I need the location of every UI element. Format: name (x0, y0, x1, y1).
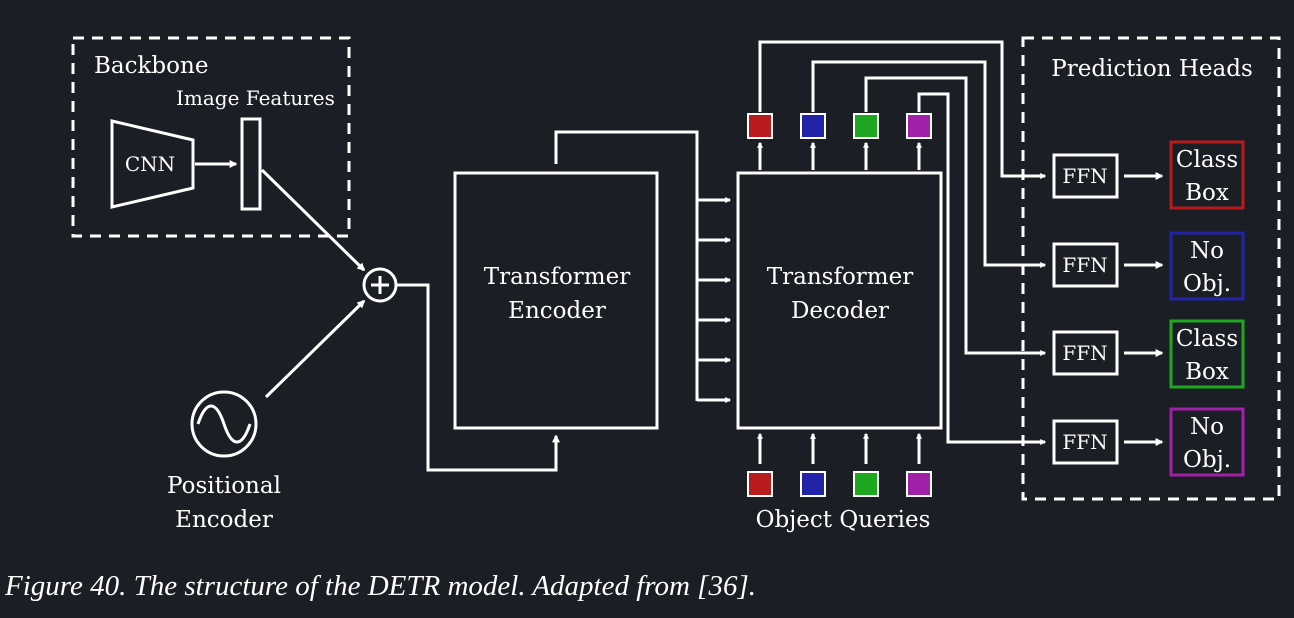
output-3-line-2: Box (1185, 359, 1229, 385)
ffn-row-1: FFN Class Box (1052, 140, 1245, 210)
ffn-block (1052, 242, 1119, 288)
output-embedding-3 (853, 113, 879, 139)
output-1-line-1: Class (1176, 147, 1238, 173)
output-box-4 (1169, 407, 1245, 477)
add-node-icon (362, 267, 398, 303)
output-embedding-1 (747, 113, 773, 139)
object-queries (747, 432, 932, 497)
backbone-title: Backbone (94, 53, 208, 79)
ffn-label: FFN (1062, 430, 1107, 454)
embedding-to-ffn-lines (758, 40, 1047, 445)
output-box-3 (1169, 319, 1245, 389)
positional-encoder-label-1: Positional (167, 473, 281, 499)
sine-wave-icon (196, 404, 252, 444)
object-query-2 (800, 471, 826, 497)
object-queries-label: Object Queries (756, 507, 931, 533)
encoder-label-2: Encoder (508, 298, 606, 324)
object-query-1 (747, 471, 773, 497)
encoder-to-decoder-arrows (697, 197, 732, 403)
ffn-block (1052, 153, 1119, 199)
positional-encoder-label-2: Encoder (175, 507, 273, 533)
ffn-row-3: FFN Class Box (1052, 319, 1245, 389)
ffn-label: FFN (1062, 164, 1107, 188)
ffn-row-4: FFN No Obj. (1052, 407, 1245, 477)
transformer-encoder-block (453, 171, 659, 430)
output-1-line-2: Box (1185, 180, 1229, 206)
output-embeddings (747, 113, 932, 170)
decoder-label-1: Transformer (767, 264, 913, 290)
output-box-2 (1169, 231, 1245, 301)
ffn-label: FFN (1062, 341, 1107, 365)
prediction-heads-region (1021, 36, 1281, 501)
ffn-row-2: FFN No Obj. (1052, 231, 1245, 301)
ffn-label: FFN (1062, 253, 1107, 277)
output-3-line-1: Class (1176, 326, 1238, 352)
encoder-output-line (554, 130, 699, 401)
object-query-4 (906, 471, 932, 497)
output-box-1 (1169, 140, 1245, 210)
positional-to-add-arrow (264, 299, 366, 399)
ffn-block (1052, 419, 1119, 465)
output-2-line-2: Obj. (1183, 271, 1231, 297)
image-features-label: Image Features (176, 86, 335, 110)
cnn-label: CNN (125, 152, 175, 176)
output-embedding-4 (906, 113, 932, 139)
encoder-label-1: Transformer (484, 264, 630, 290)
decoder-label-2: Decoder (791, 298, 889, 324)
ffn-block (1052, 330, 1119, 376)
prediction-heads-title: Prediction Heads (1051, 56, 1253, 82)
output-4-line-1: No (1190, 414, 1224, 440)
transformer-decoder-block (736, 171, 943, 430)
output-embedding-2 (800, 113, 826, 139)
detr-diagram: Backbone Image Features CNN Positional E… (71, 36, 1281, 533)
features-to-add-arrow (260, 168, 366, 272)
figure-caption: Figure 40. The structure of the DETR mod… (5, 570, 756, 602)
cnn-block (110, 119, 195, 209)
object-query-3 (853, 471, 879, 497)
backbone-region (71, 36, 351, 238)
positional-encoder-circle (190, 390, 258, 458)
output-2-line-1: No (1190, 238, 1224, 264)
add-to-encoder-arrow (397, 283, 560, 472)
image-features-bar (240, 117, 262, 211)
output-4-line-2: Obj. (1183, 447, 1231, 473)
